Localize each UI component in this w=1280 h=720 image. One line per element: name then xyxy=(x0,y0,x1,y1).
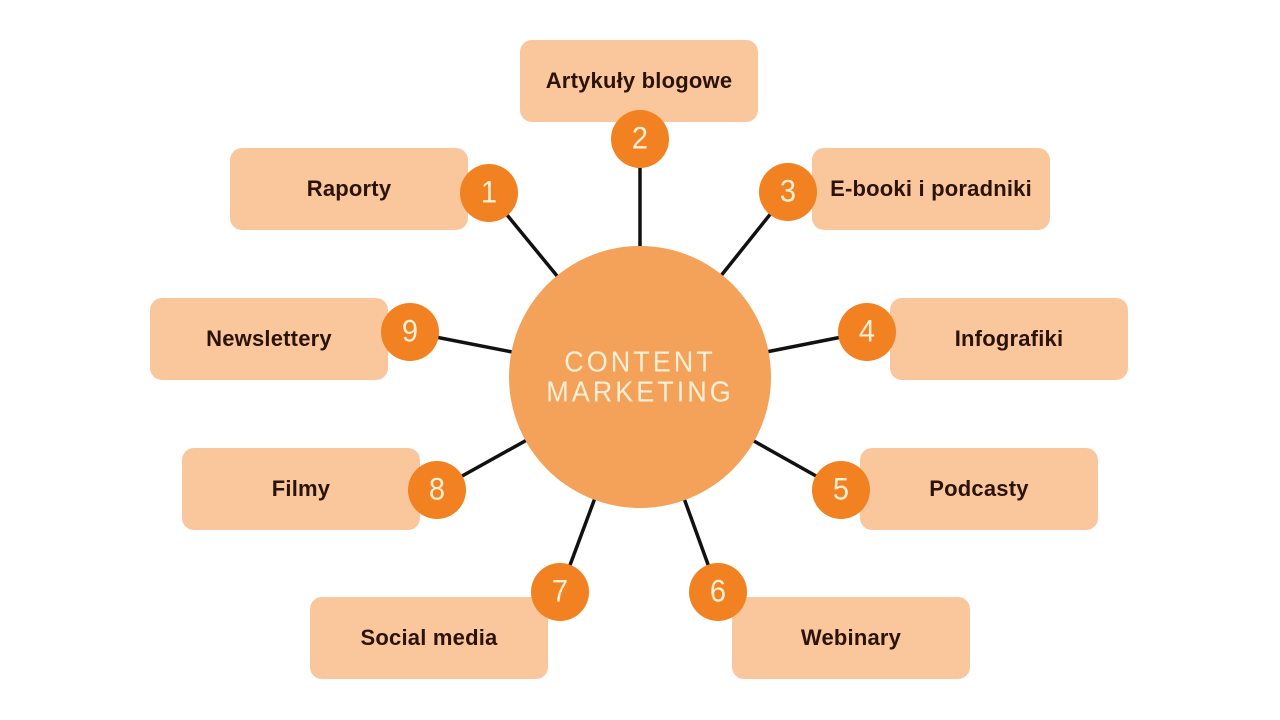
node-label: Podcasty xyxy=(929,476,1029,501)
node-box-filmy: Filmy xyxy=(182,448,420,530)
node-box-artykuly-blogowe: Artykuły blogowe xyxy=(520,40,758,122)
node-box-social-media: Social media xyxy=(310,597,548,679)
node-badge-6: 6 xyxy=(689,563,747,621)
badge-number: 8 xyxy=(428,472,446,507)
node-box-infografiki: Infografiki xyxy=(890,298,1128,380)
node-box-ebooki-i-poradniki: E-booki i poradniki xyxy=(812,148,1050,230)
node-label: Webinary xyxy=(800,625,902,650)
node-label: E-booki i poradniki xyxy=(830,176,1032,201)
node-badge-1: 1 xyxy=(460,164,518,222)
badge-number: 2 xyxy=(631,121,649,156)
node-label: Social media xyxy=(360,625,498,650)
node-badge-8: 8 xyxy=(408,461,466,519)
node-badge-4: 4 xyxy=(838,303,896,361)
badge-number: 9 xyxy=(401,314,419,349)
badge-number: 5 xyxy=(832,472,850,507)
badge-number: 7 xyxy=(551,574,569,609)
node-box-webinary: Webinary xyxy=(732,597,970,679)
node-badge-3: 3 xyxy=(759,163,817,221)
node-badge-2: 2 xyxy=(611,110,669,168)
badge-number: 6 xyxy=(709,574,727,609)
node-box-newslettery: Newslettery xyxy=(150,298,388,380)
badge-number: 1 xyxy=(480,175,498,210)
center-title-line2: MARKETING xyxy=(546,376,734,408)
node-label: Raporty xyxy=(306,176,392,201)
node-label: Filmy xyxy=(271,476,331,501)
badge-number: 4 xyxy=(858,314,876,349)
node-label: Artykuły blogowe xyxy=(545,68,733,93)
node-badge-9: 9 xyxy=(381,303,439,361)
node-box-podcasty: Podcasty xyxy=(860,448,1098,530)
node-label: Newslettery xyxy=(206,326,332,351)
badge-number: 3 xyxy=(779,174,797,209)
center-title-line1: CONTENT xyxy=(564,346,716,378)
center-node: CONTENT MARKETING xyxy=(509,246,771,508)
node-label: Infografiki xyxy=(954,326,1064,351)
node-box-raporty: Raporty xyxy=(230,148,468,230)
node-badge-7: 7 xyxy=(531,563,589,621)
node-badge-5: 5 xyxy=(812,461,870,519)
